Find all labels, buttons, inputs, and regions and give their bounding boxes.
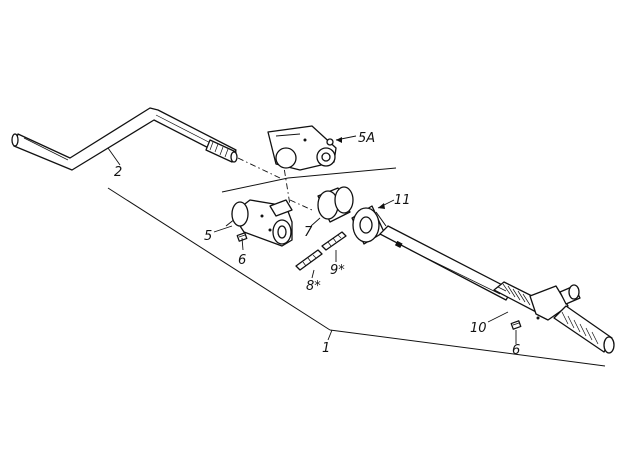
callout-5: 5 [204,229,212,244]
collar-5 [231,199,293,247]
assembly-axis [237,129,313,211]
set-screw-upper [236,232,248,242]
callout-6-upper: 6 [238,253,246,268]
callout-6-lower: 6 [512,343,520,358]
leader-lines [107,135,517,344]
callout-5a: 5A [358,131,375,146]
callout-7: 7 [304,225,313,240]
bushing-7 [317,186,354,223]
callout-1: 1 [322,341,330,356]
callout-10: 10 [470,321,487,336]
callout-8: 8* [306,279,321,294]
callout-11: 11 [394,193,411,208]
crank-handle [11,107,238,171]
callout-9: 9* [330,263,345,278]
collar-11 [351,205,387,245]
callout-labels: 1 2 5 5A 6 6 7 8* 9* 10 11 [114,131,520,358]
assembly-bracket-lines [107,167,606,367]
callout-2: 2 [114,165,122,180]
main-shaft [379,225,615,354]
pin-9 [321,231,347,251]
pin-8 [295,249,323,271]
set-screw-lower [510,320,522,330]
collar-5a [267,125,337,171]
